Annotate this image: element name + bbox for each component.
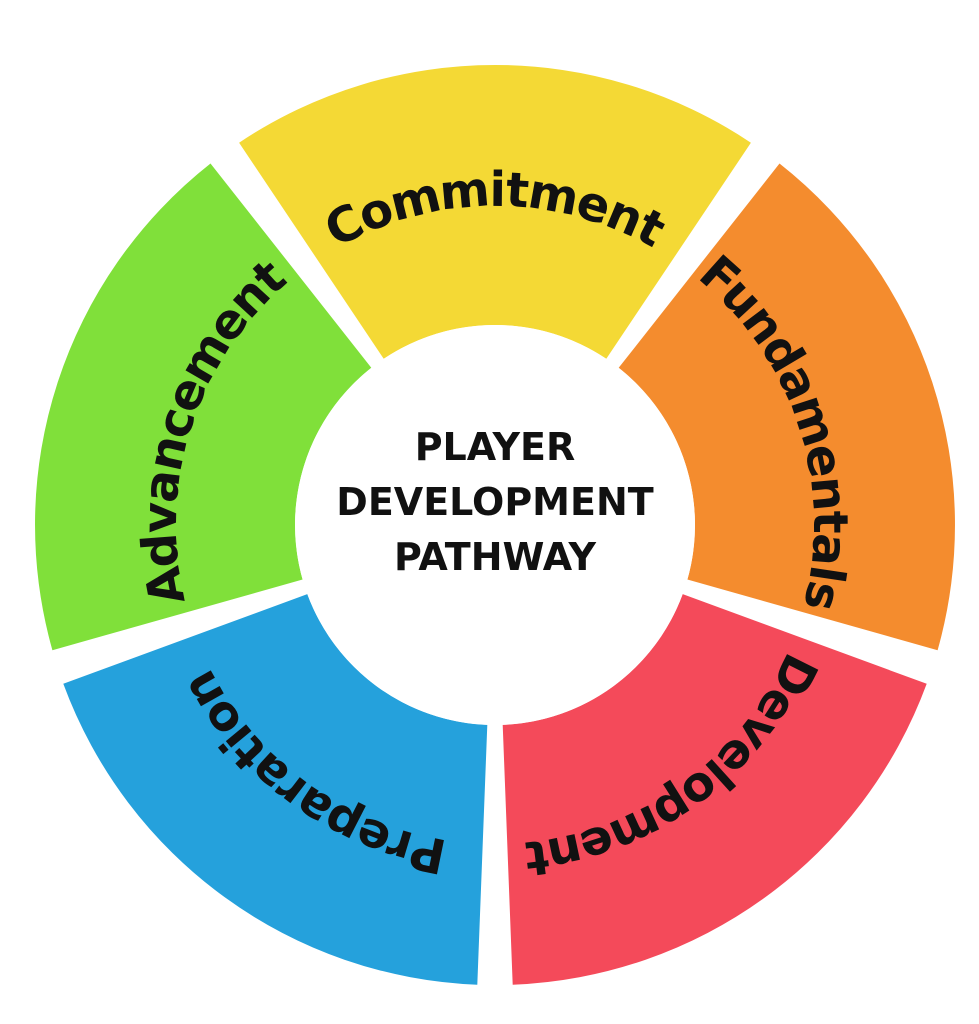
segment-development bbox=[502, 594, 927, 985]
center-title-line-2: DEVELOPMENT bbox=[336, 480, 653, 524]
center-title-line-3: PATHWAY bbox=[394, 535, 597, 579]
center-title-line-1: PLAYER bbox=[415, 425, 576, 469]
center-circle bbox=[295, 325, 695, 725]
segment-fundamentals bbox=[618, 163, 955, 651]
segment-preparation bbox=[63, 594, 488, 985]
segment-advancement bbox=[35, 163, 372, 651]
center-title: PLAYER DEVELOPMENT PATHWAY bbox=[336, 425, 653, 579]
segment-commitment bbox=[239, 64, 751, 359]
